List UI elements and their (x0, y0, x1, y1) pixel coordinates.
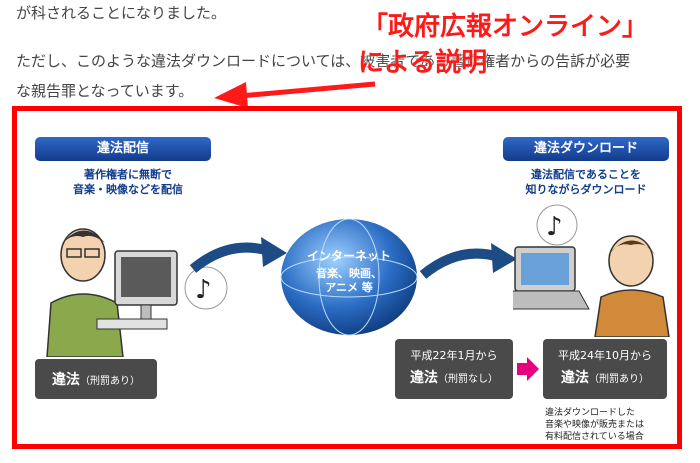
right-status-small: （刑罰あり） (589, 374, 649, 385)
left-status-box: 違法（刑罰あり） (35, 359, 157, 399)
illegal-distribution-badge: 違法配信 (35, 137, 211, 161)
left-caption: 著作権者に無断で 音楽・映像などを配信 (43, 167, 213, 197)
internet-globe-icon (280, 218, 418, 336)
overlay-title-line-2: による説明 (358, 48, 488, 78)
article-line-3: な親告罪となっています。 (16, 82, 194, 100)
mid-status-small: （刑罰なし） (438, 374, 498, 385)
music-note-right-icon: ♪ (536, 204, 578, 246)
overlay-title-line-1: 「政府広報オンライン」 (362, 12, 649, 42)
mid-status-big: 違法 (410, 370, 438, 386)
globe-label-anime: アニメ 等 (325, 281, 373, 294)
mid-status-box: 平成22年1月から 違法（刑罰なし） (395, 339, 513, 399)
flow-arrow-left-icon (189, 237, 287, 273)
article-line-1: が科されることになりました。 (16, 4, 227, 22)
mid-date: 平成22年1月から (410, 349, 498, 362)
note-3: 有料配信されている場合 (545, 432, 644, 442)
left-status-small: （刑罰あり） (80, 376, 140, 387)
left-caption-2: 音楽・映像などを配信 (73, 183, 183, 196)
flow-arrow-right-icon (419, 243, 517, 279)
note-2: 音楽や映像が販売または (545, 420, 645, 430)
right-date: 平成24年10月から (558, 349, 652, 362)
right-caption-1: 違法配信であることを (531, 168, 641, 181)
right-caption-2: 知りながらダウンロード (525, 183, 647, 196)
article-line-2: ただし、このような違法ダウンロードについては、被害者である著作権者からの告訴が必… (16, 52, 631, 70)
right-caption: 違法配信であることを 知りながらダウンロード (503, 167, 669, 197)
globe-label-internet: インターネット (306, 249, 391, 263)
svg-text:♪: ♪ (546, 212, 563, 242)
svg-text:♪: ♪ (195, 275, 212, 305)
music-note-icon: ♪ (184, 266, 228, 310)
globe-label-media: 音楽、映画、 (316, 267, 382, 280)
left-caption-1: 著作権者に無断で (84, 168, 172, 181)
illegal-download-badge: 違法ダウンロード (503, 137, 669, 161)
downloader-person-icon (513, 235, 670, 337)
uploader-person-icon (46, 228, 178, 357)
illustration-frame: 違法配信 著作権者に無断で 音楽・映像などを配信 違法ダウンロード 違法配信であ… (12, 106, 682, 449)
right-status-box: 平成24年10月から 違法（刑罰あり） (543, 339, 667, 399)
note-1: 違法ダウンロードした (545, 408, 636, 418)
pink-arrow-icon (517, 357, 539, 381)
left-status-big: 違法 (52, 372, 80, 388)
red-arrow-icon (214, 81, 376, 108)
condition-note: 違法ダウンロードした 音楽や映像が販売または 有料配信されている場合 (545, 407, 675, 443)
right-status-big: 違法 (561, 370, 589, 386)
